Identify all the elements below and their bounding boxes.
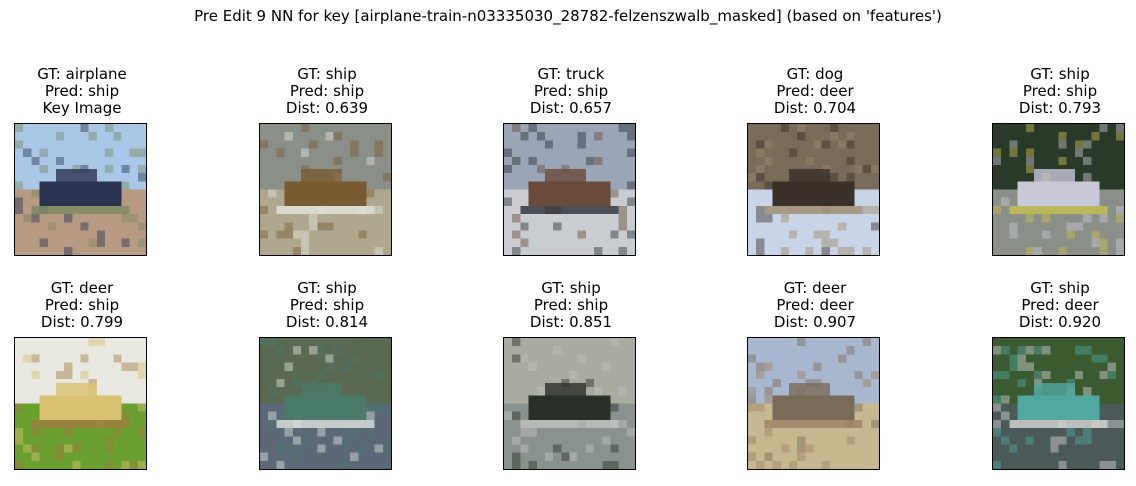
thumbnail-graphic xyxy=(504,338,635,469)
figure-title: Pre Edit 9 NN for key [airplane-train-n0… xyxy=(194,7,942,25)
thumbnail-graphic xyxy=(748,124,879,255)
deer-image xyxy=(747,337,880,470)
prediction-label: Pred: ship xyxy=(533,296,609,314)
distance-label: Dist: 0.639 xyxy=(285,99,369,117)
ground-truth-label: GT: deer xyxy=(783,279,847,297)
prediction-label: Pred: ship xyxy=(289,296,365,314)
ground-truth-label: GT: ship xyxy=(1030,65,1090,83)
distance-label: Dist: 0.657 xyxy=(529,99,613,117)
panel-caption: GT: dog Pred: deer Dist: 0.704 xyxy=(735,66,895,117)
dog-image xyxy=(747,123,880,256)
panel-caption: GT: ship Pred: ship Dist: 0.851 xyxy=(491,280,651,331)
ground-truth-label: GT: ship xyxy=(297,279,357,297)
ship-image xyxy=(992,337,1125,470)
prediction-label: Pred: ship xyxy=(1022,82,1098,100)
thumbnail-graphic xyxy=(15,124,146,255)
thumbnail-graphic xyxy=(260,124,391,255)
ground-truth-label: GT: ship xyxy=(297,65,357,83)
deer-image xyxy=(14,337,147,470)
prediction-label: Pred: ship xyxy=(44,82,120,100)
prediction-label: Pred: deer xyxy=(1021,296,1099,314)
prediction-label: Pred: ship xyxy=(289,82,365,100)
thumbnail-graphic xyxy=(504,124,635,255)
ship-image xyxy=(503,337,636,470)
distance-label: Dist: 0.704 xyxy=(773,99,857,117)
panel-caption: GT: airplane Pred: ship Key Image xyxy=(2,66,162,117)
ship-image xyxy=(992,123,1125,256)
truck-image xyxy=(503,123,636,256)
ground-truth-label: GT: dog xyxy=(786,65,844,83)
prediction-label: Pred: ship xyxy=(533,82,609,100)
distance-label: Dist: 0.799 xyxy=(40,313,124,331)
ground-truth-label: GT: truck xyxy=(537,65,605,83)
distance-label: Dist: 0.814 xyxy=(285,313,369,331)
thumbnail-graphic xyxy=(15,338,146,469)
thumbnail-graphic xyxy=(748,338,879,469)
thumbnail-graphic xyxy=(993,124,1124,255)
panel-caption: GT: ship Pred: ship Dist: 0.639 xyxy=(247,66,407,117)
panel-caption: GT: ship Pred: ship Dist: 0.793 xyxy=(980,66,1136,117)
prediction-label: Pred: ship xyxy=(44,296,120,314)
prediction-label: Pred: deer xyxy=(776,82,854,100)
thumbnail-graphic xyxy=(993,338,1124,469)
airplane-image xyxy=(14,123,147,256)
key-image-label: Key Image xyxy=(42,99,122,117)
ground-truth-label: GT: ship xyxy=(541,279,601,297)
panel-caption: GT: truck Pred: ship Dist: 0.657 xyxy=(491,66,651,117)
panel-caption: GT: deer Pred: ship Dist: 0.799 xyxy=(2,280,162,331)
thumbnail-graphic xyxy=(260,338,391,469)
prediction-label: Pred: deer xyxy=(776,296,854,314)
distance-label: Dist: 0.793 xyxy=(1018,99,1102,117)
distance-label: Dist: 0.851 xyxy=(529,313,613,331)
distance-label: Dist: 0.907 xyxy=(773,313,857,331)
ground-truth-label: GT: deer xyxy=(50,279,114,297)
distance-label: Dist: 0.920 xyxy=(1018,313,1102,331)
panel-caption: GT: ship Pred: ship Dist: 0.814 xyxy=(247,280,407,331)
ship-image xyxy=(259,123,392,256)
ground-truth-label: GT: ship xyxy=(1030,279,1090,297)
panel-caption: GT: ship Pred: deer Dist: 0.920 xyxy=(980,280,1136,331)
panel-caption: GT: deer Pred: deer Dist: 0.907 xyxy=(735,280,895,331)
ship-image xyxy=(259,337,392,470)
ground-truth-label: GT: airplane xyxy=(37,65,127,83)
